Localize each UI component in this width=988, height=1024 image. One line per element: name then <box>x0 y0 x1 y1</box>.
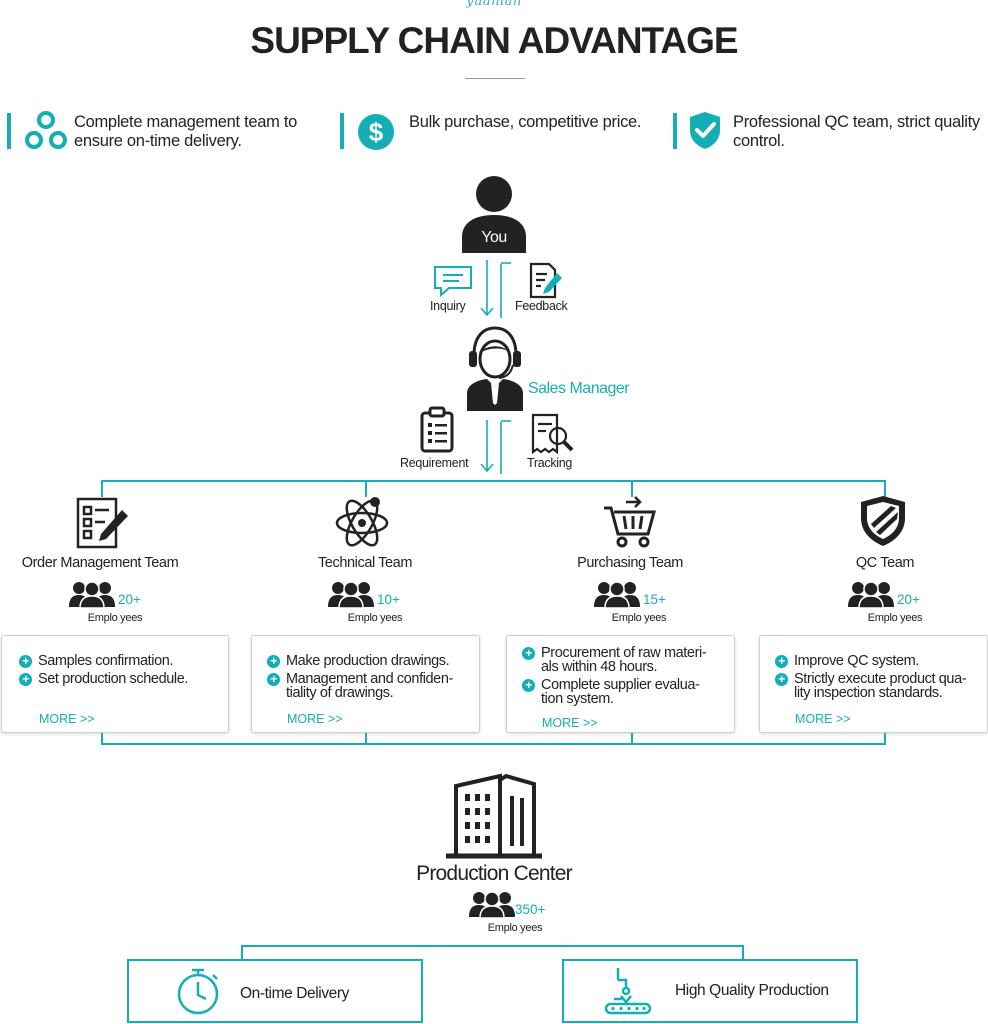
shopping-cart-icon <box>604 496 656 548</box>
feature-text-purchase: Bulk purchase, competitive price. <box>409 113 642 131</box>
outcome-label-delivery: On-time Delivery <box>240 985 350 1002</box>
team-count-qc: 20+ <box>897 592 920 607</box>
team-card-qc: +Improve QC system. +Strictly execute pr… <box>759 635 988 733</box>
feature-accent-bar <box>340 113 344 149</box>
svg-text:$: $ <box>369 117 384 147</box>
people-group-icon <box>69 581 115 608</box>
team-name-technical: Technical Team <box>317 555 413 571</box>
people-group-icon <box>848 581 894 608</box>
inquiry-label: Inquiry <box>430 299 466 313</box>
list-item: +Complete supplier evalua-tion system. <box>522 678 732 706</box>
atom-icon <box>335 497 389 547</box>
employees-label: Emplo yees <box>87 612 143 624</box>
team-connector-top <box>101 480 885 482</box>
connector-drop <box>631 480 633 497</box>
feedback-label: Feedback <box>515 299 568 313</box>
list-item: +Set production schedule. <box>19 672 224 686</box>
team-connector-bottom <box>101 743 886 745</box>
team-name-order: Order Management Team <box>21 555 179 571</box>
connector-drop <box>101 480 103 497</box>
clock-icon <box>177 968 219 1015</box>
production-count: 350+ <box>515 902 546 917</box>
more-link[interactable]: MORE >> <box>542 716 598 730</box>
document-search-icon <box>531 413 574 455</box>
team-card-purchasing: +Procurement of raw materi-als within 48… <box>506 635 735 733</box>
plus-circle-icon: + <box>522 679 535 692</box>
connector-rise <box>365 733 367 745</box>
employees-label: Emplo yees <box>487 922 543 934</box>
team-count-purchasing: 15+ <box>643 592 666 607</box>
title-divider <box>465 78 525 79</box>
connector-drop <box>365 480 367 497</box>
user-avatar-icon <box>462 176 526 253</box>
chat-bubble-icon <box>434 266 472 298</box>
connector-drop <box>884 480 886 497</box>
people-group-icon <box>328 581 374 608</box>
plus-circle-icon: + <box>19 673 32 686</box>
outcome-connector <box>241 945 744 947</box>
more-link[interactable]: MORE >> <box>39 712 95 726</box>
feature-accent-bar <box>673 113 677 149</box>
production-center-title: Production Center <box>416 862 572 885</box>
network-triangle-icon <box>25 111 67 149</box>
list-item: +Strictly execute product qua-lity inspe… <box>775 672 987 700</box>
list-item: +Improve QC system. <box>775 654 987 668</box>
employees-label: Emplo yees <box>611 612 667 624</box>
sales-manager-label: Sales Manager <box>528 380 630 397</box>
plus-circle-icon: + <box>522 647 535 660</box>
page-title: SUPPLY CHAIN ADVANTAGE <box>250 20 738 61</box>
you-label: You <box>481 229 507 246</box>
employees-label: Emplo yees <box>867 612 923 624</box>
connector-rise <box>631 733 633 745</box>
more-link[interactable]: MORE >> <box>795 712 851 726</box>
list-item: +Make production drawings. <box>267 654 477 668</box>
connector-drop <box>742 945 744 960</box>
plus-circle-icon: + <box>267 655 280 668</box>
headset-agent-icon <box>467 326 523 411</box>
building-icon <box>446 773 542 859</box>
team-name-purchasing: Purchasing Team <box>577 555 683 571</box>
outcome-card-delivery <box>127 959 423 1023</box>
plus-circle-icon: + <box>19 655 32 668</box>
employees-label: Emplo yees <box>347 612 403 624</box>
list-item: +Samples confirmation. <box>19 654 224 668</box>
plus-circle-icon: + <box>775 655 788 668</box>
team-card-order: +Samples confirmation. +Set production s… <box>1 635 229 733</box>
plus-circle-icon: + <box>775 673 788 686</box>
list-item: +Procurement of raw materi-als within 48… <box>522 646 732 674</box>
shield-check-icon <box>690 112 720 149</box>
tracking-label: Tracking <box>527 456 573 470</box>
team-card-technical: +Make production drawings. +Management a… <box>251 635 480 733</box>
connector-rise <box>101 733 103 745</box>
flow-arrows-mid <box>480 420 511 474</box>
team-count-order: 20+ <box>118 592 141 607</box>
shield-stripes-icon <box>861 496 905 546</box>
flow-arrows-top <box>480 260 511 318</box>
clipboard-list-icon <box>420 406 454 453</box>
team-count-technical: 10+ <box>377 592 400 607</box>
team-name-qc: QC Team <box>855 555 915 571</box>
feature-accent-bar <box>7 113 11 149</box>
conveyor-robot-icon <box>604 968 652 1015</box>
script-logo: yuanian <box>466 0 522 9</box>
outcome-label-quality: High Quality Production <box>675 982 829 999</box>
checklist-pen-icon <box>76 497 128 549</box>
list-item: +Management and confiden-tiality of draw… <box>267 672 477 700</box>
requirement-label: Requirement <box>400 456 469 470</box>
dollar-coin-icon: $ <box>358 114 394 150</box>
connector-rise <box>884 733 886 745</box>
connector-drop <box>241 945 243 960</box>
people-group-icon <box>594 581 640 608</box>
people-group-icon <box>469 891 515 918</box>
feedback-document-icon <box>529 262 562 299</box>
more-link[interactable]: MORE >> <box>287 712 343 726</box>
plus-circle-icon: + <box>267 673 280 686</box>
